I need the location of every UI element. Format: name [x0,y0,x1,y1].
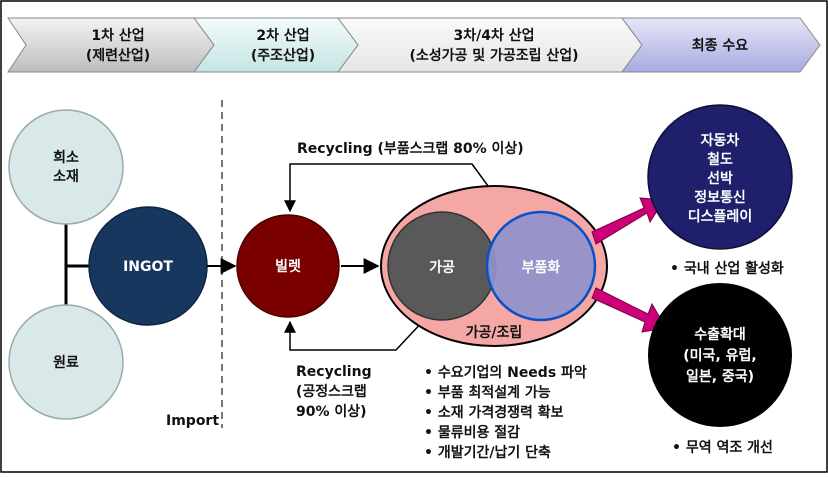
stage-3-title: 3차/4차 산업 [454,27,535,44]
stage-4-title: 최종 수요 [692,38,749,54]
benefit-item: • 소재 가격경쟁력 확보 [424,404,564,421]
stage-2-subtitle: (주조산업) [251,47,315,64]
processing-assembly-label: 가공/조립 [466,325,523,341]
demand-item: 정보통신 [694,189,746,206]
demand-item: 철도 [707,152,733,168]
billet-label: 빌렛 [275,258,301,275]
domestic-demand-node: 자동차 철도 선박 정보통신 디스플레이 [647,104,793,250]
ingot-node: INGOT [88,206,208,326]
processing-assembly-group: 가공 부품화 가공/조립 [380,185,608,347]
export-line-2: (미국, 유럽, [683,348,756,364]
rare-material-node: 희소 소재 [8,109,124,225]
benefit-item: • 부품 최적설계 가능 [424,384,551,401]
export-note: • 무역 역조 개선 [672,439,773,456]
rare-material-line-2: 소재 [53,169,79,185]
componentization-label: 부품화 [522,260,561,276]
export-node: 수출확대 (미국, 유럽, 일본, 중국) [648,283,792,427]
raw-material-label: 원료 [53,355,79,371]
import-label: Import [166,413,219,429]
stage-1-subtitle: (제련산업) [86,47,150,64]
benefits-list: • 수요기업의 Needs 파악 • 부품 최적설계 가능 • 소재 가격경쟁력… [424,364,587,461]
benefit-item: • 개발기간/납기 단축 [424,444,551,461]
stage-3-subtitle: (소성가공 및 가공조립 산업) [409,47,578,64]
raw-material-connector [64,220,90,310]
benefit-item: • 수요기업의 Needs 파악 [424,364,587,381]
componentization-node [485,210,597,322]
export-line-1: 수출확대 [694,326,746,343]
raw-material-node: 원료 [8,304,124,420]
ingot-label: INGOT [123,259,173,275]
benefit-item: • 물류비용 절감 [424,424,520,441]
processing-label: 가공 [429,260,455,276]
recycling-top-label: Recycling (부품스크랩 80% 이상) [297,140,524,157]
demand-item: 자동차 [701,133,740,149]
domestic-note: • 국내 산업 활성화 [670,260,784,277]
recycling-bottom-arrow [284,302,441,351]
stage-2-title: 2차 산업 [256,27,309,44]
billet-node: 빌렛 [236,214,340,318]
export-line-3: 일본, 중국) [686,369,754,385]
rare-material-line-1: 희소 [53,150,79,166]
recycling-bottom-line-1: Recycling [296,364,372,380]
recycling-bottom-line-2: (공정스크랩 [296,383,367,400]
header-stage-4: 최종 수요 [621,17,821,73]
header-stage-3: 3차/4차 산업 (소성가공 및 가공조립 산업) [337,17,643,73]
header-stage-2: 2차 산업 (주조산업) [193,17,359,73]
demand-item: 디스플레이 [688,208,752,225]
demand-item: 선박 [707,170,733,187]
stage-1-title: 1차 산업 [91,27,144,44]
recycling-bottom-line-3: 90% 이상) [296,403,367,420]
header-stage-1: 1차 산업 (제련산업) [7,17,215,73]
